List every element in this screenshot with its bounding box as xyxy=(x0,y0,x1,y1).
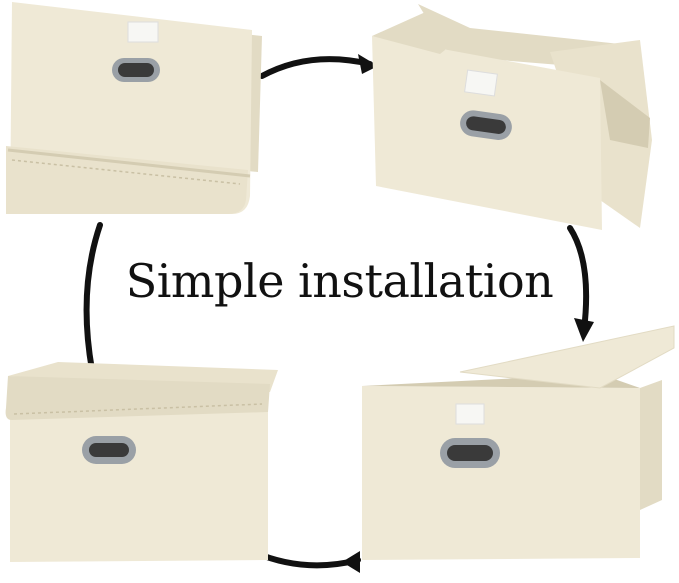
lid-panel xyxy=(459,325,675,389)
cycle-arrow-icon xyxy=(574,318,594,342)
lid-flap xyxy=(5,376,270,420)
cycle-arrow-left xyxy=(83,222,103,373)
headline-text: Simple installation xyxy=(125,254,554,308)
label-patch xyxy=(127,21,159,43)
cycle-arrow-right xyxy=(567,225,590,333)
handle-icon xyxy=(440,438,500,468)
step-unfolding-box xyxy=(372,4,652,230)
step-assembled-box xyxy=(5,362,278,562)
handle-icon xyxy=(82,436,136,464)
box-right-side xyxy=(640,380,662,510)
step-attaching-lid xyxy=(362,325,675,560)
cycle-arrow-icon xyxy=(342,551,360,573)
left-flap xyxy=(372,10,470,54)
right-flap xyxy=(600,80,650,148)
step-folded-flat xyxy=(6,2,262,214)
cycle-arrow-icon xyxy=(358,54,378,74)
cycle-arrow-top xyxy=(259,56,373,79)
fold-crease xyxy=(7,148,251,178)
handle-icon xyxy=(460,110,512,140)
stitch-line xyxy=(11,159,241,185)
box-front xyxy=(10,390,268,562)
stitch-line xyxy=(13,403,263,415)
folded-board-flap xyxy=(6,146,248,214)
label-patch xyxy=(464,69,498,97)
label-patch xyxy=(455,403,485,425)
handle-icon xyxy=(112,58,160,82)
cycle-arrow-heads xyxy=(342,54,594,573)
box-front xyxy=(362,386,640,560)
